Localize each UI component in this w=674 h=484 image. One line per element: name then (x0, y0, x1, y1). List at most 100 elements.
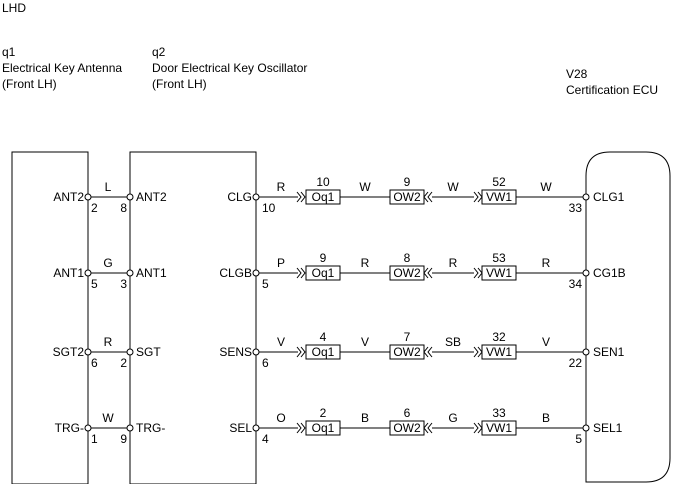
circuit-1-j2-pin: 9 (404, 175, 411, 189)
left-wire-3-terminal-left (84, 348, 92, 356)
circuit-2-j2-pin: 8 (404, 251, 411, 265)
circuit-1-oscillator-terminal (252, 193, 260, 201)
circuit-3-j3-arrow (473, 346, 483, 358)
circuit-2-oscillator-terminal (252, 269, 260, 277)
circuit-4-oscillator-terminal (252, 424, 260, 432)
comp2-position: (Front LH) (152, 77, 207, 91)
circuit-2-ecu-label: CG1B (593, 266, 626, 280)
circuit-4-seg3-color: G (448, 411, 457, 425)
circuit-3-j2-name: OW2 (393, 345, 421, 359)
circuit-2-j2-arrow (423, 267, 433, 279)
left-wire-2-left-label: ANT1 (53, 266, 84, 280)
comp1-position: (Front LH) (2, 77, 57, 91)
left-wire-1-right-label: ANT2 (136, 190, 167, 204)
circuit-2-oscillator-pin: 5 (262, 277, 269, 291)
left-wire-3-left-pin: 6 (91, 356, 98, 370)
circuit-4-oscillator-label: SEL (229, 421, 252, 435)
left-wire-3-right-label: SGT (136, 345, 161, 359)
circuit-2-seg2-color: R (361, 256, 370, 270)
circuit-3-j1-pin: 4 (320, 330, 327, 344)
circuit-4-seg1-color: O (276, 411, 285, 425)
circuit-1-j2-arrow (423, 191, 433, 203)
left-wire-4-left-pin: 1 (91, 432, 98, 446)
left-wire-4-terminal-right (126, 424, 134, 432)
region-label: LHD (2, 1, 26, 15)
circuit-3-ecu-terminal (582, 348, 590, 356)
left-wire-3-left-label: SGT2 (53, 345, 85, 359)
circuit-3-j2-arrow (423, 346, 433, 358)
circuit-4-j1-pin: 2 (320, 406, 327, 420)
left-wire-1-terminal-left (84, 193, 92, 201)
circuit-4-j3-name: VW1 (486, 421, 512, 435)
circuit-1-oscillator-pin: 10 (262, 201, 276, 215)
circuit-1-j1-pin: 10 (316, 175, 330, 189)
circuit-4-seg4-color: B (542, 411, 550, 425)
left-wire-2-left-pin: 5 (91, 277, 98, 291)
circuit-4-ecu-label: SEL1 (593, 421, 623, 435)
left-wire-1-left-pin: 2 (91, 201, 98, 215)
circuit-4-ecu-terminal (582, 424, 590, 432)
circuit-4-j3-pin: 33 (492, 406, 506, 420)
left-wire-1-right-pin: 8 (120, 201, 127, 215)
left-wire-2-color: G (103, 256, 112, 270)
circuit-4-j2-pin: 6 (404, 406, 411, 420)
comp1-code: q1 (2, 45, 16, 59)
left-wire-3-right-pin: 2 (120, 356, 127, 370)
circuit-3-j3-name: VW1 (486, 345, 512, 359)
circuit-4-j1-name: Oq1 (312, 421, 335, 435)
circuit-3-seg2-color: V (361, 335, 369, 349)
circuit-1-j2-name: OW2 (393, 190, 421, 204)
left-wire-2-right-pin: 3 (120, 277, 127, 291)
circuit-1-j3-pin: 52 (492, 175, 506, 189)
circuit-2-j2-name: OW2 (393, 266, 421, 280)
circuit-3-seg1-color: V (277, 335, 285, 349)
left-wire-2-right-label: ANT1 (136, 266, 167, 280)
circuit-4-j2-arrow (423, 422, 433, 434)
left-wire-2-terminal-right (126, 269, 134, 277)
circuit-3-oscillator-pin: 6 (262, 356, 269, 370)
left-wire-4-right-pin: 9 (120, 432, 127, 446)
circuit-2-j1-arrow (296, 267, 306, 279)
left-wire-1-left-label: ANT2 (53, 190, 84, 204)
left-wire-4-color: W (102, 411, 114, 425)
circuit-1-seg1-color: R (277, 180, 286, 194)
circuit-3-ecu-label: SEN1 (593, 345, 625, 359)
circuit-3-j3-pin: 32 (492, 330, 506, 344)
circuit-1-ecu-pin: 33 (569, 201, 583, 215)
left-wire-group: ANT22L8ANT2ANT15G3ANT1SGT26R2SGTTRG-1W9T… (53, 180, 167, 446)
circuit-1-ecu-terminal (582, 193, 590, 201)
comp1-name: Electrical Key Antenna (2, 61, 122, 75)
comp3-code: V28 (566, 67, 588, 81)
ecu-box (585, 151, 671, 483)
circuit-1-j3-arrow (473, 191, 483, 203)
circuit-1-j3-name: VW1 (486, 190, 512, 204)
circuit-2-j3-name: VW1 (486, 266, 512, 280)
circuit-3-oscillator-label: SENS (219, 345, 252, 359)
left-wire-3-color: R (104, 335, 113, 349)
left-wire-1-color: L (105, 180, 112, 194)
circuit-3-j2-pin: 7 (404, 330, 411, 344)
comp3-name: Certification ECU (566, 83, 658, 97)
circuit-1-seg4-color: W (540, 180, 552, 194)
circuit-2-j1-name: Oq1 (312, 266, 335, 280)
circuit-1-oscillator-label: CLG (227, 190, 252, 204)
comp2-name: Door Electrical Key Oscillator (152, 61, 307, 75)
circuit-2-j1-pin: 9 (320, 251, 327, 265)
circuit-4-oscillator-pin: 4 (262, 432, 269, 446)
circuit-2-seg3-color: R (449, 256, 458, 270)
circuit-2-seg4-color: R (542, 256, 551, 270)
circuit-2-j3-pin: 53 (492, 251, 506, 265)
left-wire-1-terminal-right (126, 193, 134, 201)
left-wire-3-terminal-right (126, 348, 134, 356)
circuit-2-seg1-color: P (277, 256, 285, 270)
circuit-3-oscillator-terminal (252, 348, 260, 356)
comp2-code: q2 (152, 45, 166, 59)
circuit-3-seg3-color: SB (445, 335, 461, 349)
circuit-1-seg3-color: W (447, 180, 459, 194)
circuit-3-seg4-color: V (542, 335, 550, 349)
circuit-2-ecu-pin: 34 (569, 277, 583, 291)
antenna-box (11, 151, 89, 484)
circuit-2-j3-arrow (473, 267, 483, 279)
